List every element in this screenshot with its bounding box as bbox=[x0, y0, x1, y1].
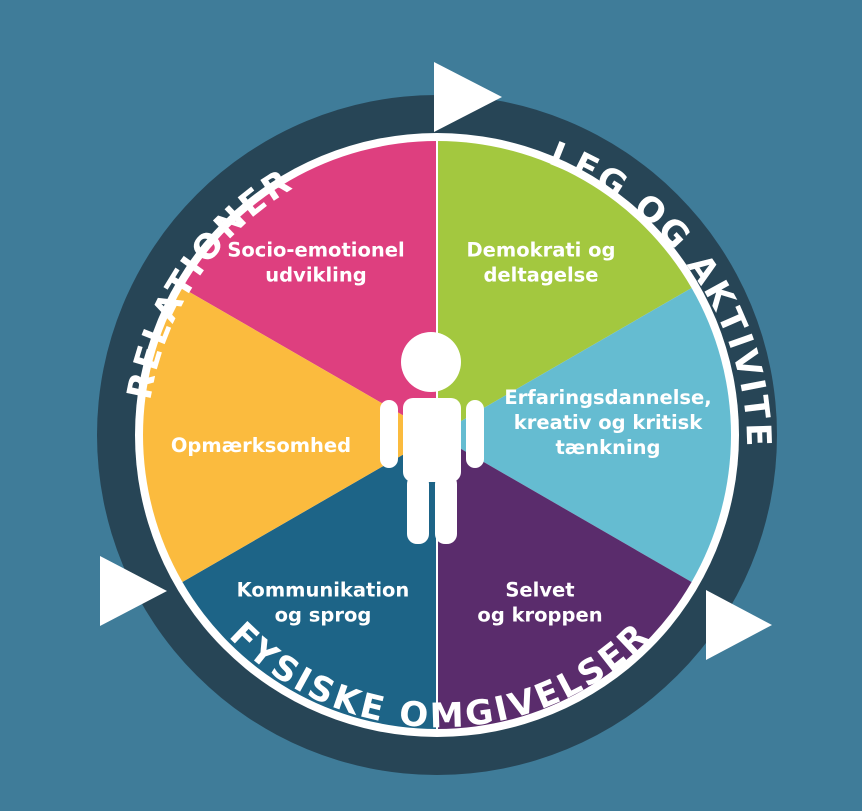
segment-label-line: Opmærksomhed bbox=[171, 434, 351, 457]
segment-label-line: Kommunikation bbox=[237, 579, 410, 602]
segment-label-line: udvikling bbox=[265, 264, 366, 287]
segment-label-line: og sprog bbox=[275, 604, 372, 627]
segment-label-line: Demokrati og bbox=[466, 239, 615, 262]
segment-label-line: og kroppen bbox=[477, 604, 602, 627]
segment-demokrati bbox=[437, 141, 692, 435]
segment-label-line: Selvet bbox=[505, 579, 574, 602]
segment-label-line: tænkning bbox=[555, 436, 660, 459]
segment-label-opmaerksomhed: Opmærksomhed bbox=[171, 434, 351, 457]
segment-label-line: deltagelse bbox=[483, 264, 598, 287]
arrow-top-icon bbox=[434, 62, 502, 132]
segment-label-line: Erfaringsdannelse, bbox=[504, 386, 711, 409]
segment-opmaerksomhed bbox=[143, 288, 437, 582]
segment-kommunikation bbox=[182, 435, 437, 729]
arrow-right-icon bbox=[706, 590, 772, 660]
segment-label-line: Socio-emotionel bbox=[227, 239, 404, 262]
child-figure-icon bbox=[380, 332, 484, 544]
arrow-left-icon bbox=[100, 556, 167, 626]
segment-erfaring bbox=[437, 288, 731, 582]
segment-socio bbox=[182, 141, 437, 435]
segment-label-line: kreativ og kritisk bbox=[514, 411, 704, 434]
segment-selvet bbox=[437, 435, 692, 729]
